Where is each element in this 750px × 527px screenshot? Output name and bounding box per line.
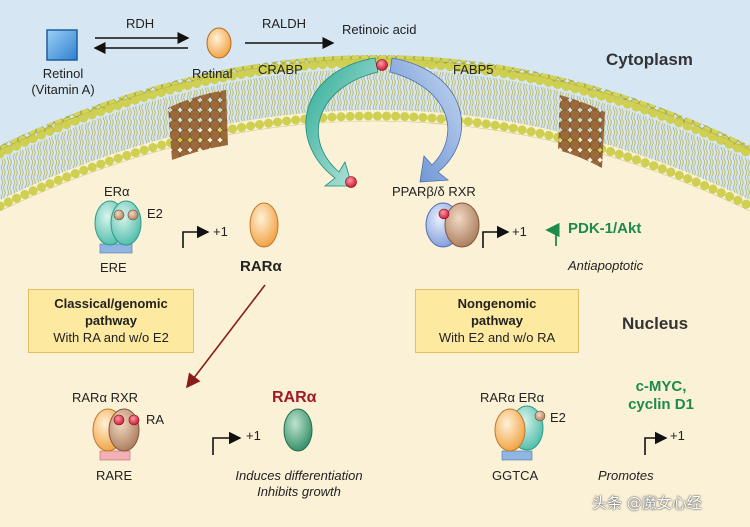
nucleus-region: [0, 110, 750, 527]
rar-alpha-product: [283, 408, 313, 452]
induces-differentiation: Induces differentiation: [235, 468, 363, 483]
retinol-name: Retinol: [42, 66, 84, 81]
retinol-label: Retinol (Vitamin A): [28, 66, 98, 97]
nongenomic-pathway-title-2: pathway: [470, 312, 523, 328]
retinal-icon: [206, 27, 232, 59]
e2-molecule-2: [127, 209, 139, 221]
nongenomic-pathway-box: Nongenomic pathway With E2 and w/o RA: [415, 289, 579, 353]
classical-pathway-condition: With RA and w/o E2: [53, 329, 169, 345]
membrane-protein-left: [168, 90, 228, 160]
plus-one-1: +1: [213, 224, 228, 239]
rdh-label: RDH: [126, 16, 155, 31]
ra-label: RA: [146, 412, 165, 427]
e2-molecule-3: [534, 410, 546, 422]
membrane-protein-right: [558, 95, 605, 168]
tss-arrow-1: [182, 225, 210, 248]
fabp5-label: FABP5: [453, 62, 494, 77]
e2-label-top: E2: [147, 206, 163, 221]
retinal-label: Retinal: [192, 66, 233, 81]
ra-molecule-2: [128, 414, 140, 426]
retinol-icon: [46, 29, 78, 61]
promotes-label: Promotes: [598, 468, 654, 483]
classical-pathway-title-2: pathway: [84, 312, 137, 328]
er-alpha-label: ERα: [104, 184, 130, 199]
fabp5-arrow: [389, 57, 462, 183]
crabp-arrow: [305, 57, 379, 187]
watermark: 头条 @魔女心经: [592, 494, 702, 512]
er-alpha-right: [110, 200, 142, 246]
ra-molecule-ppar: [438, 208, 450, 220]
ppar-rxr-label: PPARβ/δ RXR: [392, 184, 476, 199]
retinoic-acid-label: Retinoic acid: [342, 22, 417, 37]
ere-element: [99, 243, 133, 254]
classical-pathway-title: Classical/genomic: [54, 296, 168, 311]
raldh-label: RALDH: [262, 16, 307, 31]
e2-molecule-1: [113, 209, 125, 221]
crabp-label: CRABP: [258, 62, 303, 77]
ra-molecule-1: [113, 414, 125, 426]
plus-one-3: +1: [246, 428, 261, 443]
nongenomic-pathway-condition: With E2 and w/o RA: [438, 329, 556, 345]
classical-pathway-box: Classical/genomic pathway With RA and w/…: [28, 289, 194, 353]
tss-arrow-4: [644, 431, 668, 455]
ggtca-label: GGTCA: [492, 468, 539, 483]
antiapoptotic-label: Antiapoptotic: [568, 258, 644, 273]
cyclin-d1-text: cyclin D1: [628, 396, 694, 413]
plus-one-4: +1: [670, 428, 685, 443]
retinoic-acid-molecule-nuclear: [345, 176, 357, 188]
tss-arrow-2: [482, 225, 510, 248]
plus-one-2: +1: [512, 224, 527, 239]
rar-rxr-label: RARα RXR: [72, 390, 139, 405]
rar-er-label: RARα ERα: [480, 390, 545, 405]
rare-element: [99, 450, 131, 461]
rxr-protein-top: [444, 202, 480, 248]
pdk1-akt-label: PDK-1/Akt: [568, 220, 642, 237]
differentiation-effect: Induces differentiation Inhibits growth: [206, 468, 392, 499]
cytoplasm-label: Cytoplasm: [606, 50, 693, 69]
nongenomic-pathway-title: Nongenomic: [457, 296, 537, 311]
ere-label: ERE: [100, 260, 127, 275]
rar-alpha-bound-2: [494, 408, 526, 452]
rar-alpha-free: [249, 202, 279, 248]
nucleus-label: Nucleus: [622, 314, 689, 333]
inhibits-growth: Inhibits growth: [257, 483, 341, 499]
retinoic-acid-molecule: [376, 59, 388, 71]
rar-alpha-label-bottom: RARα: [272, 389, 317, 406]
ggtca-element: [501, 450, 533, 461]
e2-label-bottom: E2: [550, 410, 566, 425]
rar-alpha-label-top: RARα: [240, 258, 282, 275]
vitamin-a-name: (Vitamin A): [31, 81, 95, 97]
translocation-arrow: [186, 284, 266, 389]
cmyc-cyclin-label: c-MYC, cyclin D1: [606, 378, 716, 414]
rare-label: RARE: [96, 468, 133, 483]
cmyc-text: c-MYC,: [635, 378, 687, 395]
tss-arrow-3: [212, 431, 242, 455]
